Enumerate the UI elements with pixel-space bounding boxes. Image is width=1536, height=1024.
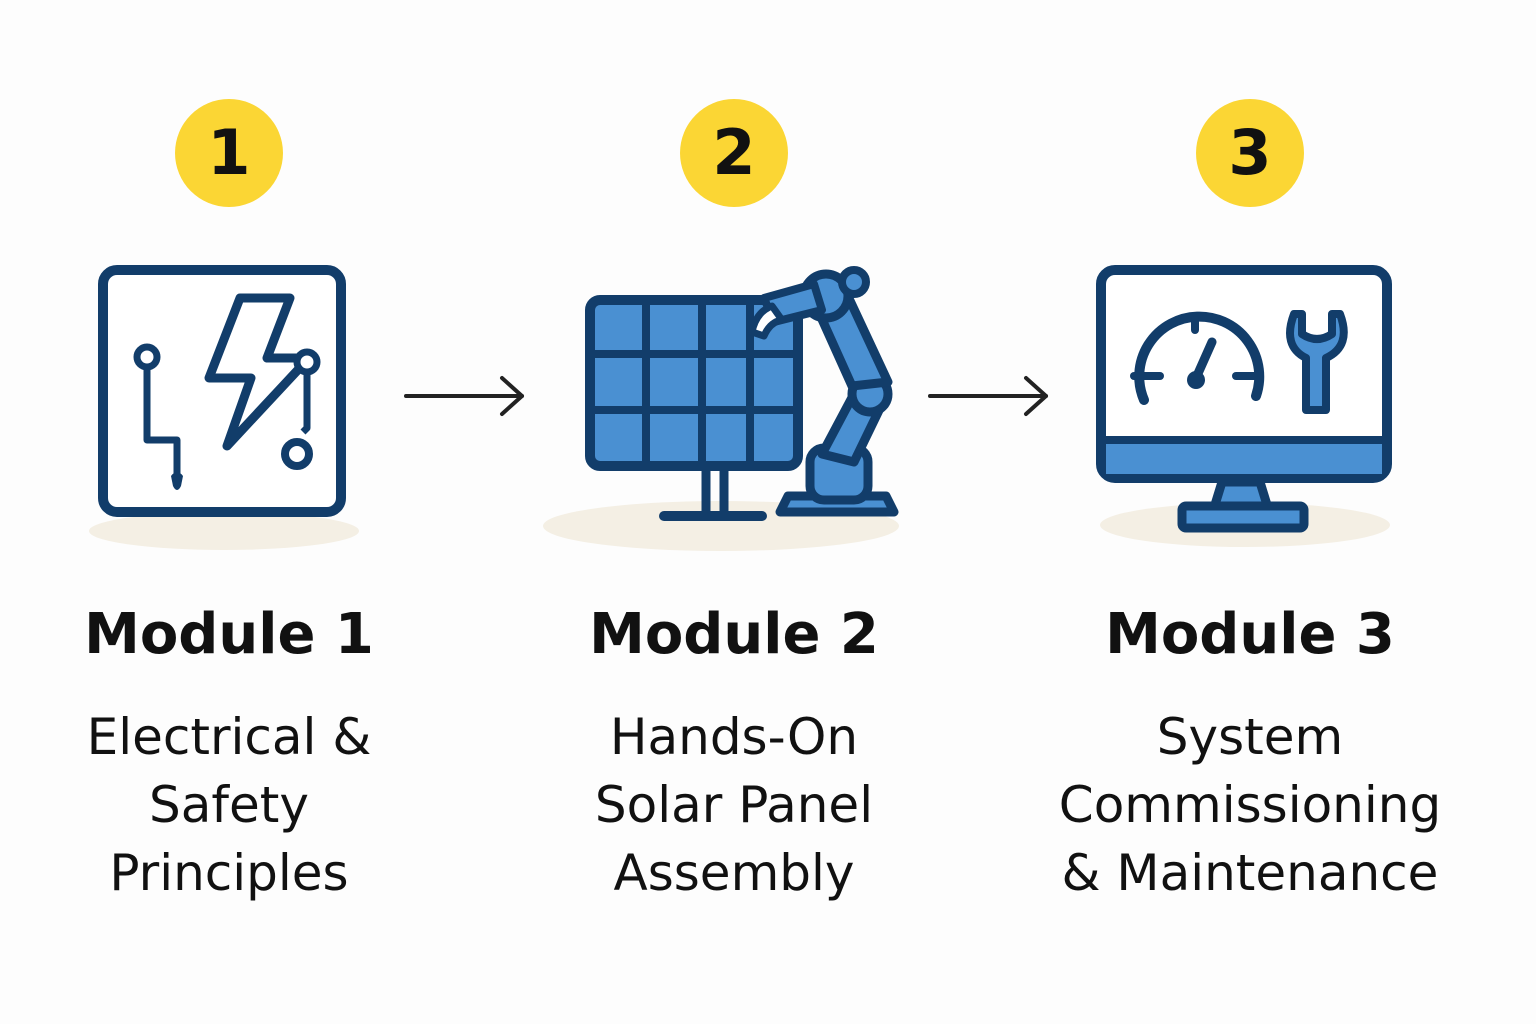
- description-line: Assembly: [613, 844, 855, 902]
- monitor-gauge-wrench-icon: [1096, 265, 1392, 547]
- module-description: Hands-On Solar Panel Assembly: [494, 703, 974, 907]
- step-badge-3: 3: [1196, 99, 1304, 207]
- description-line: Solar Panel: [594, 776, 874, 834]
- module-title: Module 2: [589, 602, 879, 667]
- module-1: 1 Module 1 Electrical & Safety Principle…: [0, 0, 469, 1024]
- circuit-lightning-icon: [89, 265, 359, 550]
- right-arrow-icon: [404, 376, 524, 416]
- module-title: Module 3: [1105, 602, 1395, 667]
- description-line: Commissioning: [1058, 776, 1442, 834]
- module-title: Module 1: [84, 602, 374, 667]
- module-2: 2 Module 2 Hands-On Solar Panel Assembly: [494, 0, 974, 1024]
- description-line: System: [1156, 708, 1344, 766]
- step-badge-2: 2: [680, 99, 788, 207]
- description-line: Principles: [109, 844, 349, 902]
- description-line: & Maintenance: [1061, 844, 1439, 902]
- module-description: Electrical & Safety Principles: [0, 703, 469, 907]
- description-line: Electrical &: [86, 708, 372, 766]
- description-line: Hands-On: [609, 708, 859, 766]
- module-3: 3 Module 3 System Commissioning & Mainte…: [1010, 0, 1490, 1024]
- step-badge-1: 1: [175, 99, 283, 207]
- solar-panel-robot-arm-icon: [543, 266, 899, 551]
- description-line: Safety: [149, 776, 309, 834]
- module-description: System Commissioning & Maintenance: [1010, 703, 1490, 907]
- right-arrow-icon: [928, 376, 1048, 416]
